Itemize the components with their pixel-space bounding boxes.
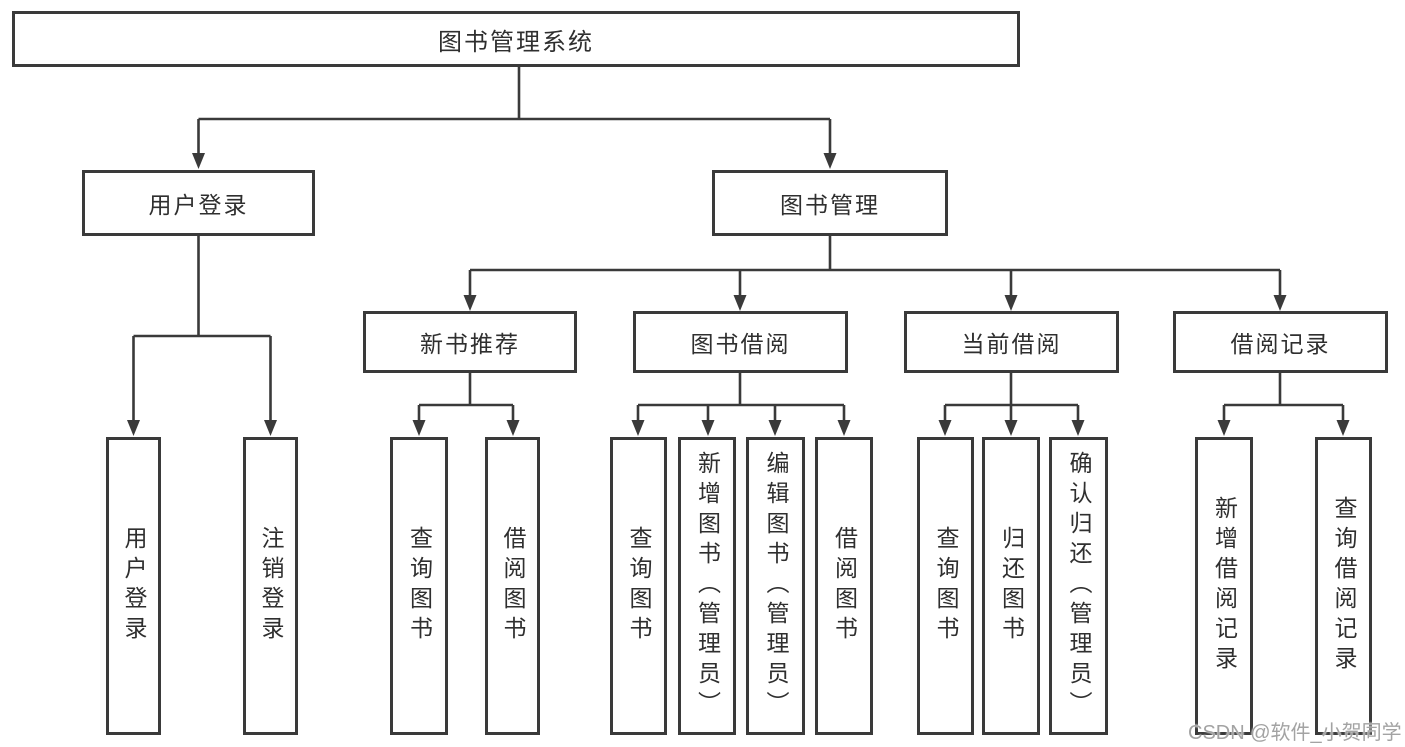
node-label: 查询借阅记录 — [1331, 496, 1357, 676]
node-label: 用户登录 — [148, 192, 249, 218]
node-book-management: 图书管理 — [712, 170, 948, 236]
connector-book-management-to-level3 — [463, 236, 1287, 311]
node-label: 当前借阅 — [961, 331, 1062, 357]
node-label: 借阅图书 — [500, 526, 526, 646]
arrowhead-icon — [1336, 420, 1350, 436]
arrowhead-icon — [938, 420, 952, 436]
connector-line — [132, 236, 272, 423]
node-book-borrowing: 图书借阅 — [633, 311, 848, 373]
arrowhead-icon — [463, 295, 477, 311]
node-current-borrowing: 当前借阅 — [904, 311, 1119, 373]
arrowhead-icon — [1071, 420, 1085, 436]
node-user-login: 用户登录 — [82, 170, 315, 236]
leaf-query-books-borrowing: 查询图书 — [610, 437, 667, 735]
node-label: 新增图书（管理员） — [694, 451, 721, 721]
leaf-confirm-return-admin: 确认归还（管理员） — [1049, 437, 1108, 735]
leaf-borrow-books-recommend: 借阅图书 — [485, 437, 540, 735]
node-label: 注销登录 — [258, 526, 284, 646]
connector-line — [468, 236, 1282, 298]
connector-current-borrowing-to-leaves — [938, 373, 1085, 436]
arrowhead-icon — [1004, 295, 1018, 311]
arrowhead-icon — [837, 420, 851, 436]
arrowhead-icon — [1217, 420, 1231, 436]
connector-line — [943, 373, 1080, 423]
node-label: 图书管理 — [780, 192, 880, 218]
node-borrowing-records: 借阅记录 — [1173, 311, 1388, 373]
arrowhead-icon — [127, 420, 140, 436]
arrowhead-icon — [701, 420, 715, 436]
leaf-borrow-books: 借阅图书 — [815, 437, 873, 735]
leaf-query-books-current: 查询图书 — [917, 437, 974, 735]
arrowhead-icon — [192, 153, 205, 169]
leaf-edit-books-admin: 编辑图书（管理员） — [746, 437, 805, 735]
node-label: 新增借阅记录 — [1211, 496, 1238, 676]
connector-new-book-recommendation-to-leaves — [412, 373, 520, 436]
connector-root-to-level2 — [192, 67, 837, 169]
arrowhead-icon — [1004, 420, 1018, 436]
node-new-book-recommendation: 新书推荐 — [363, 311, 577, 373]
connector-line — [197, 67, 832, 156]
leaf-add-books-admin: 新增图书（管理员） — [678, 437, 736, 735]
arrowhead-icon — [823, 153, 837, 169]
node-label: 图书管理系统 — [438, 28, 594, 56]
leaf-return-books: 归还图书 — [982, 437, 1040, 735]
node-label: 查询图书 — [406, 526, 433, 646]
leaf-query-books-recommend: 查询图书 — [390, 437, 448, 735]
node-label: 新书推荐 — [420, 331, 520, 357]
arrowhead-icon — [733, 295, 747, 311]
leaf-add-borrow-record: 新增借阅记录 — [1195, 437, 1253, 735]
csdn-watermark: CSDN @软件_小贺同学 — [1188, 722, 1402, 744]
connector-line — [636, 373, 846, 423]
connector-borrowing-records-to-leaves — [1217, 373, 1350, 436]
node-label: 借阅图书 — [831, 526, 858, 646]
arrowhead-icon — [412, 420, 426, 436]
arrowhead-icon — [1273, 295, 1287, 311]
leaf-user-login: 用户登录 — [106, 437, 161, 735]
node-label: 图书借阅 — [690, 331, 791, 357]
leaf-query-borrow-record: 查询借阅记录 — [1315, 437, 1372, 735]
connector-line — [1222, 373, 1345, 423]
arrowhead-icon — [768, 420, 782, 436]
node-label: 确认归还（管理员） — [1066, 451, 1092, 721]
node-label: 查询图书 — [933, 526, 959, 646]
connector-line — [417, 373, 515, 423]
connector-user-login-to-leaves — [127, 236, 277, 436]
connector-book-borrowing-to-leaves — [631, 373, 851, 436]
node-label: 编辑图书（管理员） — [763, 451, 789, 721]
node-library-management-system: 图书管理系统 — [12, 11, 1020, 67]
leaf-logout: 注销登录 — [243, 437, 298, 735]
arrowhead-icon — [264, 420, 277, 436]
arrowhead-icon — [631, 420, 645, 436]
node-label: 归还图书 — [998, 526, 1025, 646]
node-label: 查询图书 — [626, 526, 652, 646]
node-label: 借阅记录 — [1230, 331, 1331, 357]
node-label: 用户登录 — [121, 526, 147, 646]
arrowhead-icon — [506, 420, 520, 436]
